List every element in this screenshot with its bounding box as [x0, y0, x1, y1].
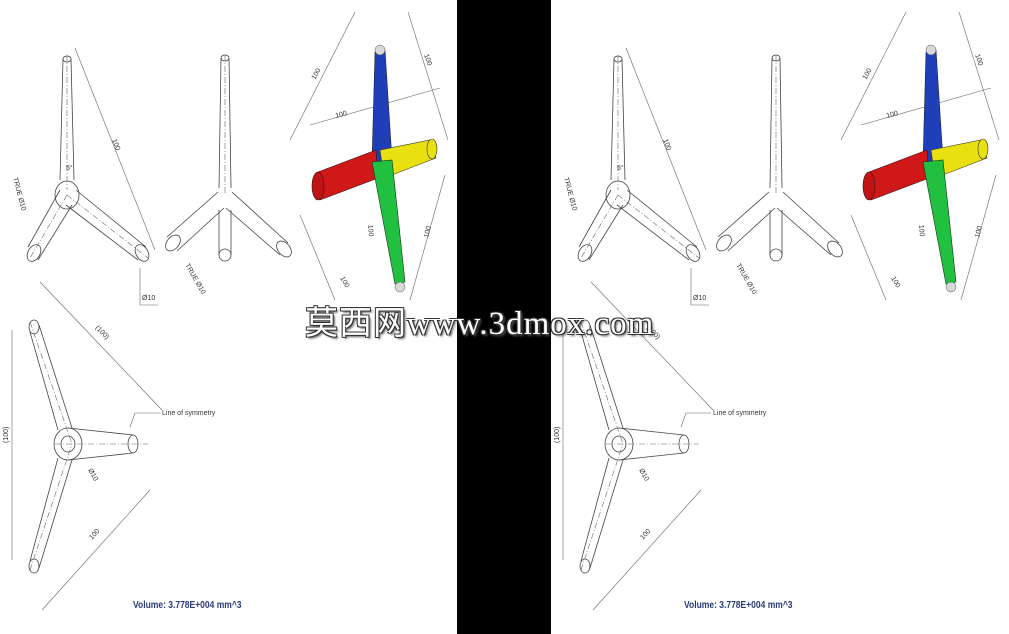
- dim-iso-100-c: 100: [335, 110, 348, 120]
- dim-true-diameter-2: TRUE Ø10: [183, 263, 206, 296]
- view-top: (100) (100) Line of symmetry Ø10 100: [3, 281, 216, 611]
- view-side: TRUE Ø10: [716, 54, 843, 296]
- dim-iso-100-b: 100: [973, 53, 984, 66]
- red-arm: [317, 149, 379, 201]
- black-divider: [457, 0, 551, 634]
- dim-true-diameter: TRUE Ø10: [11, 177, 27, 212]
- view-front-dimensioned: 100 5° TRUE Ø10 Ø10: [11, 47, 158, 306]
- dim-paren-100-b: (100): [554, 427, 561, 443]
- dim-diameter-10: Ø10: [693, 295, 706, 302]
- green-arm: [371, 159, 406, 285]
- view-front-dimensioned: 100 5° TRUE Ø10 Ø10: [562, 47, 709, 306]
- dim-angle: 5°: [617, 164, 624, 172]
- dim-iso-100-e: 100: [974, 225, 984, 238]
- dim-iso-100-d: 100: [366, 225, 374, 237]
- dim-bottom-100: 100: [88, 528, 101, 541]
- green-arm-tip: [394, 281, 406, 293]
- dim-angle: 5°: [66, 164, 73, 172]
- dim-paren-100-a: (100): [94, 324, 111, 341]
- blue-arm-tip: [374, 44, 386, 56]
- technical-drawing: 100 5° TRUE Ø10 Ø10 TRUE Ø10: [3, 11, 449, 611]
- green-arm-tip: [945, 281, 957, 293]
- blue-arm-tip: [925, 44, 937, 56]
- watermark-text: 莫西网www.3dmox.com: [305, 306, 655, 342]
- label-line-of-symmetry: Line of symmetry: [162, 410, 216, 417]
- blue-arm: [371, 49, 393, 163]
- dim-iso-100-d: 100: [917, 225, 925, 237]
- volume-label: Volume: 3.778E+004 mm^3: [133, 600, 242, 611]
- dim-iso-100-f: 100: [889, 276, 901, 290]
- drawing-panel-left: 100 5° TRUE Ø10 Ø10 TRUE Ø10: [0, 0, 457, 634]
- dim-iso-100-f: 100: [338, 276, 350, 290]
- dim-length-100: 100: [110, 138, 121, 152]
- dim-length-100: 100: [661, 138, 672, 152]
- dim-iso-100-e: 100: [423, 225, 433, 238]
- view-side: TRUE Ø10: [165, 54, 292, 296]
- dim-paren-100-b: (100): [3, 427, 10, 443]
- dim-iso-100-c: 100: [886, 110, 899, 120]
- view-isometric-colored: 100 100 100 100 100 100: [840, 11, 1000, 301]
- dim-iso-100-b: 100: [422, 53, 433, 66]
- blue-arm: [922, 49, 944, 163]
- dim-true-diameter-2: TRUE Ø10: [734, 263, 757, 296]
- technical-drawing: 100 5° TRUE Ø10 Ø10 TRUE Ø10: [554, 11, 1000, 611]
- dim-top-diameter: Ø10: [637, 468, 650, 483]
- green-arm: [922, 159, 957, 285]
- dim-bottom-100: 100: [639, 528, 652, 541]
- dim-iso-100-a: 100: [311, 67, 323, 81]
- red-arm: [868, 149, 930, 201]
- dim-true-diameter: TRUE Ø10: [562, 177, 578, 212]
- drawing-panel-right: 100 5° TRUE Ø10 Ø10 TRUE Ø10: [551, 0, 1009, 634]
- label-line-of-symmetry: Line of symmetry: [713, 410, 767, 417]
- dim-top-diameter: Ø10: [86, 468, 99, 483]
- volume-label: Volume: 3.778E+004 mm^3: [684, 600, 793, 611]
- view-isometric-colored: 100 100 100 100 100 100: [289, 11, 449, 301]
- dim-iso-100-a: 100: [862, 67, 874, 81]
- dim-diameter-10: Ø10: [142, 295, 155, 302]
